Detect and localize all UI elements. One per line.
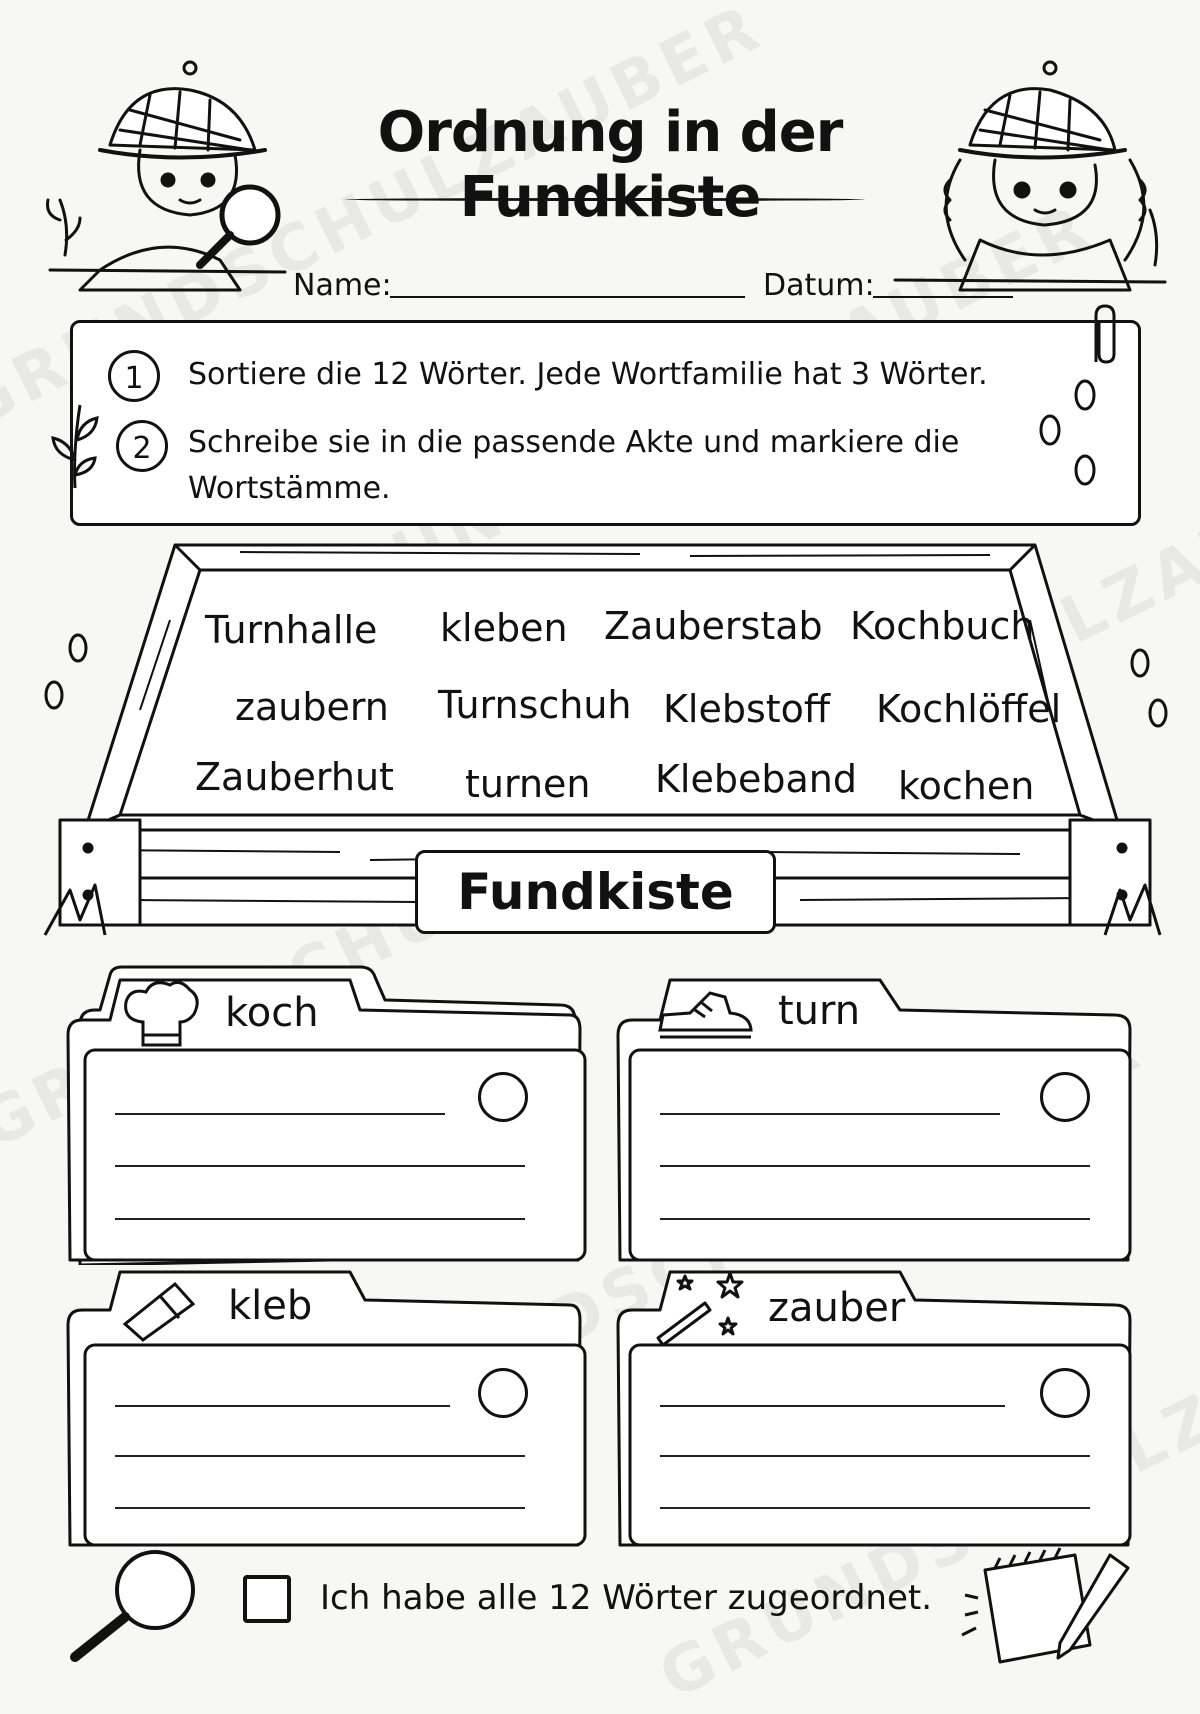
word-card[interactable]: turnen (465, 762, 591, 806)
date-label: Datum: (763, 268, 875, 303)
magic-wand-icon (656, 1271, 744, 1347)
answer-line[interactable] (115, 1507, 525, 1509)
answer-line[interactable] (115, 1218, 525, 1220)
word-card[interactable]: kleben (440, 606, 568, 650)
answer-line[interactable] (115, 1165, 525, 1167)
answer-line[interactable] (660, 1218, 1090, 1220)
footprints-icon (44, 633, 88, 710)
answer-line[interactable] (115, 1455, 525, 1457)
name-field[interactable] (390, 296, 745, 298)
word-card[interactable]: Turnhalle (205, 608, 378, 652)
folder-label-koch: koch (225, 990, 319, 1036)
folder-outline (66, 1270, 587, 1547)
step-text-2: Schreibe sie in die passende Akte und ma… (188, 425, 960, 506)
detective-boy-illustration (46, 60, 287, 292)
footprints-icon (1039, 379, 1096, 486)
fundkiste-sign: Fundkiste (415, 850, 776, 934)
word-card[interactable]: Zauberstab (604, 604, 823, 648)
word-card[interactable]: Zauberhut (195, 755, 394, 799)
word-card[interactable]: Kochbuch (850, 604, 1035, 648)
glue-stick-icon (122, 1281, 196, 1342)
folder-outline (66, 965, 587, 1265)
word-card[interactable]: Klebstoff (663, 687, 831, 731)
answer-line[interactable] (115, 1405, 450, 1407)
answer-line[interactable] (660, 1405, 1005, 1407)
folder-label-turn: turn (778, 988, 861, 1034)
folder-label-kleb: kleb (228, 1283, 313, 1329)
word-card[interactable]: Turnschuh (438, 683, 632, 727)
wooden-box-illustration (43, 543, 1162, 936)
completion-checkbox[interactable] (243, 1575, 291, 1623)
folder-outline (616, 1270, 1132, 1547)
check-circle[interactable] (478, 1072, 528, 1122)
check-circle[interactable] (478, 1368, 528, 1418)
step-text-1: Sortiere die 12 Wörter. Jede Wortfamilie… (188, 357, 988, 392)
instruction-card (70, 320, 1141, 526)
worksheet-title: Ordnung in der Fundkiste (377, 100, 844, 230)
step-number-1: 1 (108, 350, 160, 402)
notepad-pencil-icon (961, 1547, 1130, 1664)
word-card[interactable]: zaubern (235, 685, 389, 729)
answer-line[interactable] (115, 1113, 445, 1115)
word-card[interactable]: Kochlöffel (876, 687, 1062, 731)
step-number-2: 2 (116, 420, 168, 472)
answer-line[interactable] (660, 1507, 1090, 1509)
word-card[interactable]: Klebeband (655, 757, 857, 801)
completion-text: Ich habe alle 12 Wörter zugeordnet. (320, 1578, 932, 1618)
detective-girl-illustration (893, 60, 1167, 292)
leaf-branch-icon (51, 404, 99, 489)
answer-line[interactable] (660, 1455, 1090, 1457)
date-field[interactable] (873, 296, 1013, 298)
footprints-icon (1130, 648, 1168, 728)
name-label: Name: (293, 268, 392, 303)
magnifying-glass-icon (70, 1550, 195, 1662)
chef-hat-icon (124, 980, 199, 1047)
sneaker-icon (658, 991, 753, 1039)
answer-line[interactable] (660, 1113, 1000, 1115)
title-underline (345, 198, 865, 201)
folder-outline (616, 978, 1132, 1262)
word-card[interactable]: kochen (898, 764, 1035, 808)
check-circle[interactable] (1040, 1072, 1090, 1122)
answer-line[interactable] (660, 1165, 1090, 1167)
paperclip-icon (1094, 304, 1116, 364)
check-circle[interactable] (1040, 1368, 1090, 1418)
folder-label-zauber: zauber (768, 1285, 906, 1331)
